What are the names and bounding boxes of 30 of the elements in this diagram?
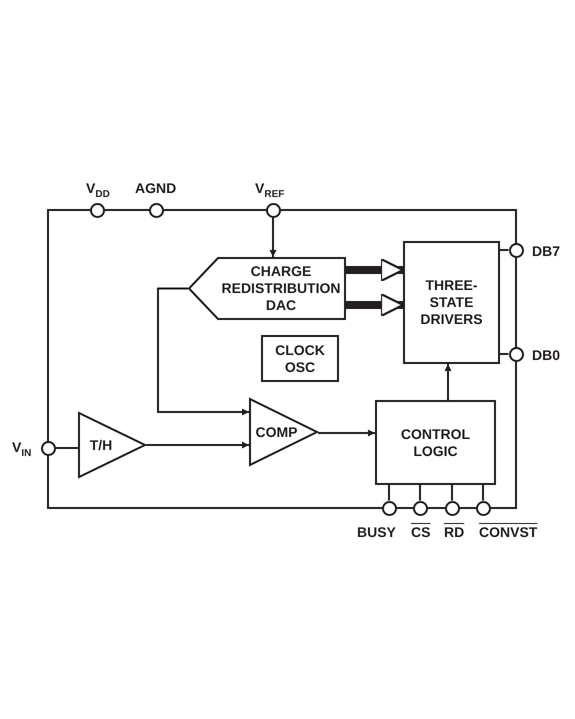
block-box: CONTROL LOGIC (375, 400, 496, 485)
bus-arrow (346, 292, 404, 318)
wire (56, 447, 78, 449)
arrow (444, 364, 452, 400)
pin-label: CS (411, 524, 430, 541)
wire (500, 353, 508, 355)
block-box: CLOCK OSC (261, 335, 339, 382)
amplifier-triangle: COMP (249, 398, 318, 466)
pin-label: RD (444, 524, 464, 541)
arrow (270, 218, 276, 257)
pin-label: DB7 (532, 243, 560, 260)
wire (482, 485, 484, 500)
wire (388, 485, 390, 500)
arrow (146, 442, 249, 448)
block-box: THREE-STATE DRIVERS (403, 241, 500, 364)
bus-arrow (346, 258, 404, 282)
pin-label: V$_{REF}$ (255, 180, 284, 202)
dac-block: CHARGE REDISTRIBUTION DAC (188, 257, 346, 320)
amplifier-triangle: T/H (78, 412, 146, 478)
wire (451, 485, 453, 500)
pin-label: V$_{DD}$ (86, 180, 110, 202)
wire (419, 485, 421, 500)
pin-label: DB0 (532, 347, 560, 364)
arrow (157, 288, 249, 416)
pin-label: V$_{IN}$ (12, 439, 32, 461)
arrow (318, 430, 375, 436)
pin-label: BUSY (357, 524, 396, 541)
pin-label: AGND (135, 180, 176, 197)
wire (500, 249, 508, 251)
pin-label: CONVST (479, 524, 538, 541)
